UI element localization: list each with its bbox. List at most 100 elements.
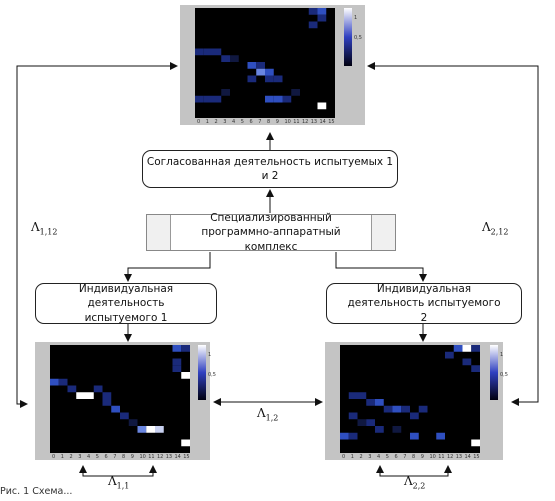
heatmap-cells-subject2 bbox=[340, 345, 480, 447]
axis-tick-label: 3 bbox=[368, 454, 372, 460]
heatmap-cell bbox=[317, 14, 327, 22]
axis-tick-label: 13 bbox=[165, 454, 173, 460]
axis-tick-label: 4 bbox=[87, 454, 91, 460]
heatmap-cell bbox=[392, 426, 402, 433]
axis-tick-label: 14 bbox=[464, 454, 471, 460]
box-individual-2: Индивидуальная деятельность испытуемого … bbox=[326, 283, 522, 324]
heatmap-cell bbox=[111, 405, 120, 413]
heatmap-cell bbox=[317, 8, 327, 15]
axis-tick-label: 8 bbox=[267, 119, 271, 125]
axis-tick-label: 5 bbox=[95, 454, 99, 460]
label-l12: Λ1,2 bbox=[257, 406, 279, 423]
heatmap-cell bbox=[102, 399, 112, 406]
axis-tick-label: 14 bbox=[174, 454, 181, 460]
axis-tick-label: 11 bbox=[293, 119, 300, 125]
heatmap-cell bbox=[410, 412, 419, 420]
heatmap-cell bbox=[181, 345, 190, 352]
axis-tick-label: 11 bbox=[148, 454, 155, 460]
heatmap-cell bbox=[172, 345, 182, 352]
heatmap-cell bbox=[383, 405, 393, 413]
axis-tick-label: 5 bbox=[385, 454, 389, 460]
heatmap-cell bbox=[462, 345, 472, 352]
axis-tick-label: 12 bbox=[447, 454, 454, 460]
axis-tick-label: 10 bbox=[429, 454, 436, 460]
box-individual-1: Индивидуальная деятельность испытуемого … bbox=[35, 283, 217, 324]
heatmap-cell bbox=[221, 55, 230, 62]
arrow-complex-to-individual1 bbox=[124, 252, 211, 282]
axis-tick-label: 0 bbox=[342, 454, 346, 460]
axis-tick-label: 0 bbox=[52, 454, 56, 460]
heatmap-cell bbox=[247, 75, 257, 83]
figure-caption: Рис. 1 Схема... bbox=[0, 486, 73, 497]
axis-tick-label: 7 bbox=[258, 119, 262, 125]
label-l112: Λ1,12 bbox=[31, 220, 58, 237]
axis-tick-label: 14 bbox=[319, 119, 326, 125]
heatmap-cell bbox=[375, 426, 384, 433]
heatmap-cell bbox=[375, 399, 384, 406]
axis-tick-label: 9 bbox=[275, 119, 279, 125]
heatmap-cell bbox=[308, 8, 318, 15]
label-l22: Λ2,2 bbox=[404, 474, 426, 491]
heatmap-cell bbox=[247, 62, 257, 69]
heatmap-cell bbox=[181, 372, 190, 379]
heatmap-cell bbox=[471, 365, 480, 372]
heatmap-cell bbox=[137, 426, 147, 433]
axis-tick-label: 1 bbox=[60, 454, 64, 460]
axis-tick-label: 10 bbox=[139, 454, 146, 460]
axis-tick-label: 10 bbox=[284, 119, 291, 125]
heatmap-cell bbox=[265, 95, 274, 103]
axis-tick-label: 15 bbox=[328, 119, 335, 125]
label-l212: Λ2,12 bbox=[482, 220, 509, 237]
axis-tick-label: 5 bbox=[240, 119, 244, 125]
heatmap-cell bbox=[93, 385, 103, 393]
heatmap-cell bbox=[357, 419, 367, 426]
heatmap-cell bbox=[120, 412, 129, 420]
heatmap-cell bbox=[146, 426, 155, 433]
box-joint-activity: Согласованная деятельность испытуемых 1 … bbox=[142, 150, 398, 188]
heatmap-cell bbox=[102, 392, 112, 399]
axis-tick-label: 0 bbox=[197, 119, 201, 125]
heatmap-cell bbox=[265, 68, 274, 76]
heatmap-cell bbox=[282, 95, 292, 103]
label-l11: Λ1,1 bbox=[108, 474, 130, 491]
heatmap-cell bbox=[265, 75, 274, 83]
heatmap-cell bbox=[58, 378, 68, 386]
heatmap-cell bbox=[348, 392, 358, 399]
box-specialized-complex: Специализированный программно-аппаратный… bbox=[146, 212, 396, 253]
heatmap-panel-subject2 bbox=[325, 342, 503, 460]
heatmap-cell bbox=[212, 95, 222, 103]
axis-tick-label: 1 bbox=[350, 454, 354, 460]
colorbar-ticks-subject1: 1 0,5 bbox=[208, 352, 216, 378]
heatmap-cell bbox=[273, 75, 283, 83]
heatmap-cell bbox=[181, 439, 190, 447]
heatmap-cell bbox=[212, 48, 222, 56]
axis-tick-label: 12 bbox=[157, 454, 164, 460]
heatmap-cell bbox=[291, 89, 300, 96]
axis-tick-label: 8 bbox=[412, 454, 416, 460]
heatmap-cell bbox=[172, 358, 182, 366]
heatmap-cell bbox=[230, 55, 239, 62]
axis-tick-label: 2 bbox=[214, 119, 218, 125]
axis-tick-label: 3 bbox=[223, 119, 227, 125]
axis-tick-label: 6 bbox=[394, 454, 398, 460]
heatmap-cell bbox=[155, 426, 164, 433]
axis-tick-label: 7 bbox=[113, 454, 117, 460]
axis-tick-label: 12 bbox=[302, 119, 309, 125]
axis-tick-label: 9 bbox=[420, 454, 424, 460]
axis-tick-label: 4 bbox=[377, 454, 381, 460]
axis-tick-label: 1 bbox=[205, 119, 209, 125]
heatmap-cell bbox=[348, 432, 358, 440]
heatmap-cell bbox=[50, 378, 59, 386]
heatmap-cells-subject1 bbox=[50, 345, 190, 447]
heatmap-cell bbox=[195, 95, 204, 103]
heatmap-cell bbox=[410, 432, 419, 440]
axis-tick-label: 13 bbox=[310, 119, 318, 125]
axis-tick-label: 11 bbox=[438, 454, 445, 460]
heatmap-cell bbox=[401, 405, 410, 413]
heatmap-cell bbox=[256, 62, 265, 69]
axis-tick-label: 15 bbox=[473, 454, 480, 460]
axis-tick-label: 3 bbox=[78, 454, 82, 460]
